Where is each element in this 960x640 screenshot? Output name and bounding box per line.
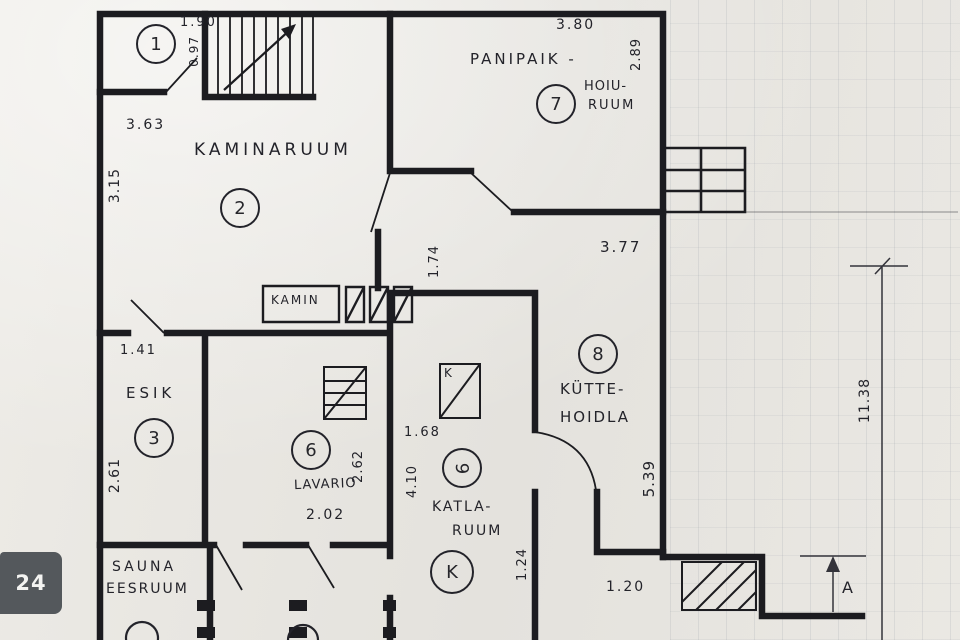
room-label-hoiu: HOIU- — [584, 79, 628, 94]
room-label-kutte: KÜTTE- — [560, 380, 626, 398]
room6-hatched-symbol — [323, 366, 367, 420]
dim-esik-width: 1.41 — [120, 343, 157, 358]
flue-boxes — [344, 285, 414, 324]
dim-room6-width: 2.02 — [306, 507, 346, 523]
room-label-katla-ruum: RUUM — [452, 523, 503, 539]
boiler-circle-K: K — [430, 550, 474, 594]
room-circle-6: 6 — [291, 430, 331, 470]
door-swings — [130, 57, 597, 591]
dim-room1-depth: 0.97 — [187, 36, 201, 67]
room-number: 3 — [148, 427, 160, 449]
door-jambs — [197, 600, 396, 638]
room-label-esik: ESIK — [126, 384, 176, 402]
staircase — [217, 16, 314, 95]
dim-esik-depth: 2.61 — [107, 458, 123, 494]
stair-direction-arrow — [223, 27, 293, 91]
dim-room8-width: 3.77 — [600, 238, 642, 256]
room-number: 6 — [305, 439, 317, 461]
room-number: 9 — [451, 462, 473, 474]
room-label-panipaik: PANIPAIK - — [470, 50, 577, 68]
total-depth-dimension-line — [850, 257, 908, 640]
dim-boiler-width: 1.68 — [404, 425, 441, 440]
room-circle-7: 7 — [536, 84, 576, 124]
boiler-symbol-box — [439, 363, 481, 419]
dim-katla-niche: 1.24 — [515, 548, 530, 581]
dim-room9-depth: 4.10 — [405, 465, 420, 498]
interior-walls — [96, 10, 667, 640]
dim-room7-width: 3.80 — [556, 17, 596, 33]
room-label-sauna: SAUNA — [112, 559, 177, 575]
fireplace-and-flues — [261, 284, 414, 324]
dim-hall-width: 1.74 — [427, 245, 442, 278]
boiler-symbol-letter: K — [444, 366, 452, 380]
room-label-katla: KATLA- — [432, 499, 493, 515]
room-number: 1 — [150, 33, 162, 55]
room-label-kaminaruum: KAMINARUUM — [194, 140, 352, 160]
room-circle-3: 3 — [134, 418, 174, 458]
watermark-badge: 24 — [0, 552, 62, 614]
right-extension-walls — [659, 553, 866, 620]
stair-treads — [217, 16, 314, 95]
dim-room2-depth: 3.15 — [107, 168, 123, 204]
room-circle-9: 9 — [442, 448, 482, 488]
room-label-eesruum: EESRUUM — [106, 581, 189, 597]
room-circle-8: 8 — [578, 334, 618, 374]
section-arrow-head — [826, 556, 840, 572]
dim-total-depth: 11.38 — [857, 378, 873, 424]
dim-room1-width: 1.90 — [180, 15, 217, 30]
section-marker-label: A — [842, 578, 853, 597]
room-number: 2 — [234, 197, 246, 219]
room-label-hoidla: HOIDLA — [560, 408, 631, 426]
dim-room8-depth: 5.39 — [640, 460, 658, 498]
room-number: 8 — [592, 343, 604, 365]
watermark-text: 24 — [15, 571, 47, 595]
fireplace-label: KAMIN — [271, 293, 320, 307]
bottom-right-hatched-block — [681, 561, 757, 611]
boiler-letter: K — [446, 561, 458, 583]
stair-arrow-head — [281, 24, 296, 39]
room-number: 7 — [550, 93, 562, 115]
dimension-lines — [745, 211, 958, 640]
room-label-hoiu-ruum: RUUM — [588, 98, 636, 113]
room-circle-1: 1 — [136, 24, 176, 64]
room-circle-2: 2 — [220, 188, 260, 228]
dim-room2-width: 3.63 — [126, 117, 166, 133]
fireplace-box — [261, 284, 341, 324]
dim-bottom-right: 1.20 — [606, 579, 646, 595]
dim-room7-depth: 2.89 — [629, 38, 644, 71]
room-label-lavario: LAVARIO — [293, 475, 357, 494]
chimney-block — [663, 146, 747, 214]
walls — [96, 10, 866, 640]
cutoff-room-circles — [124, 620, 320, 640]
dim-room6-depth: 2.62 — [351, 450, 366, 483]
outer-walls — [96, 10, 667, 640]
